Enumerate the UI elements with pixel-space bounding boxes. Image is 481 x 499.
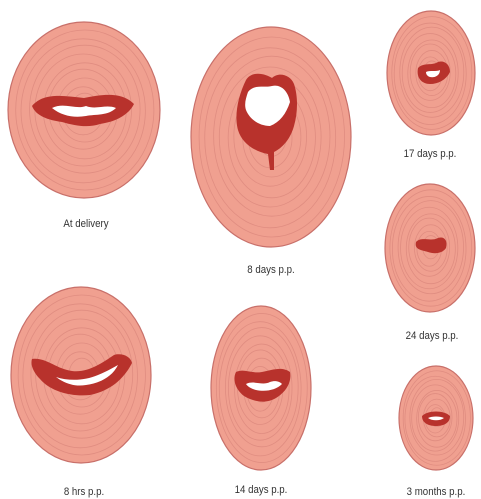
cervix-at-delivery	[4, 18, 164, 208]
label-3-months: 3 months p.p.	[392, 486, 480, 498]
cervix-14-days	[206, 300, 316, 475]
cervix-24-days	[382, 178, 478, 318]
label-14-days: 14 days p.p.	[217, 484, 305, 496]
cervix-3-months	[396, 362, 476, 474]
label-8-hrs: 8 hrs p.p.	[40, 486, 128, 498]
cervix-8-hrs	[6, 283, 156, 473]
label-24-days: 24 days p.p.	[388, 330, 476, 342]
cervix-17-days	[384, 6, 478, 141]
cervix-8-days	[186, 22, 356, 252]
label-at-delivery: At delivery	[42, 218, 130, 230]
label-17-days: 17 days p.p.	[386, 148, 474, 160]
label-8-days: 8 days p.p.	[227, 264, 315, 276]
